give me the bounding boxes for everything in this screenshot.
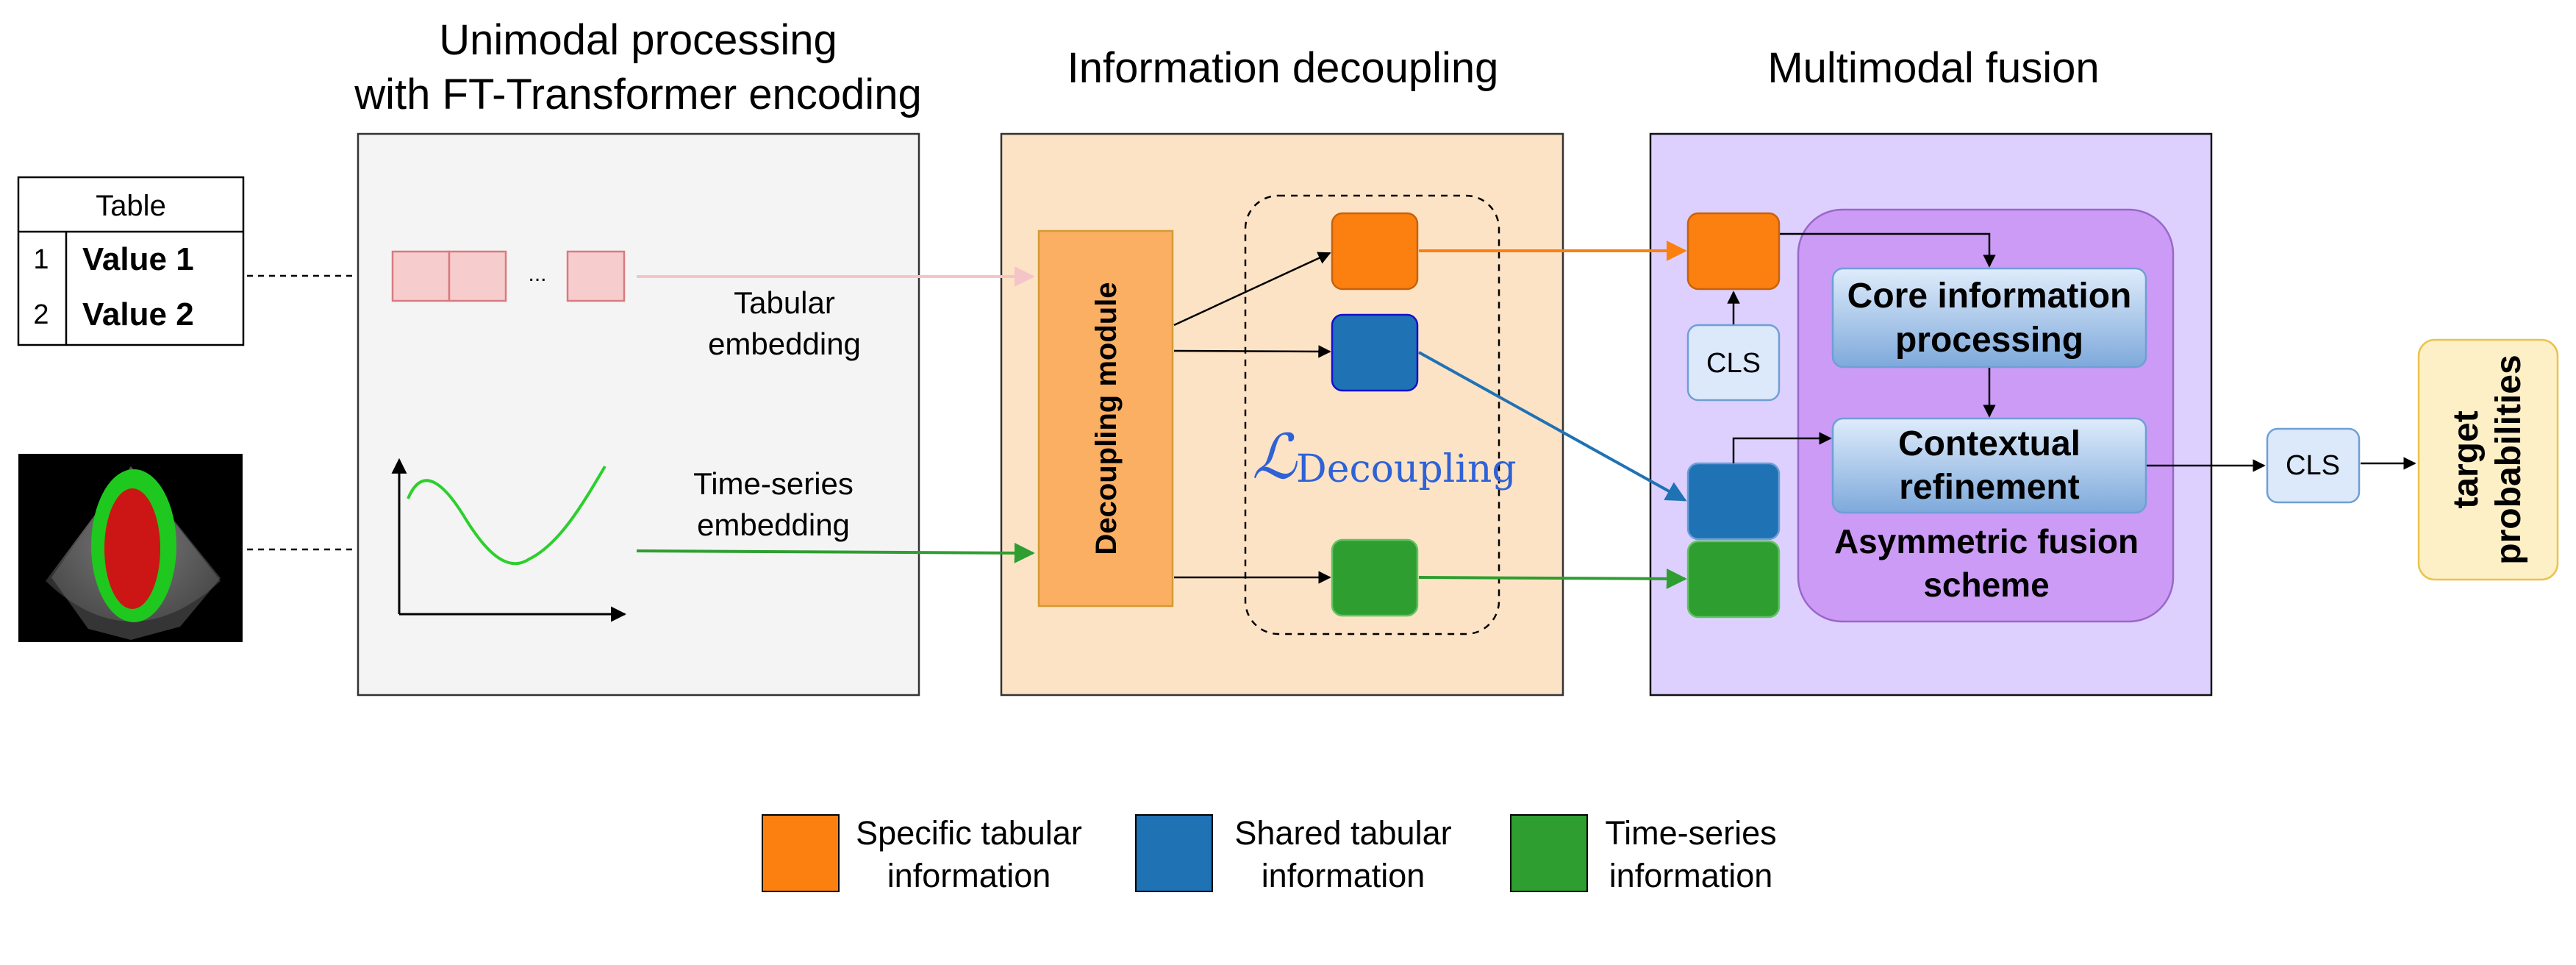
ellipsis-icon: ...	[528, 262, 546, 286]
legend: Specific tabular information Shared tabu…	[762, 814, 1777, 894]
tabular-embedding-label-line1: Tabular	[734, 285, 835, 320]
legend-swatch	[762, 814, 840, 892]
core-label-line2: processing	[1895, 321, 2083, 360]
specific-tabular-token	[1331, 212, 1419, 291]
legend-swatch	[1510, 814, 1588, 892]
fusion-cls-token: CLS	[1686, 324, 1781, 402]
timeseries-token	[1331, 538, 1419, 617]
time-series-curve-icon	[391, 457, 627, 622]
unimodal-title-line2: with FT-Transformer encoding	[354, 71, 921, 118]
contextual-refinement: Contextual refinement	[1831, 417, 2147, 514]
table-row-value: Value 1	[82, 241, 194, 277]
table-row-index: 2	[33, 299, 49, 330]
timeseries-embedding-label-line1: Time-series	[693, 466, 854, 501]
tabular-tokens: ...	[391, 250, 626, 302]
decoupling-module: Decoupling module	[1037, 229, 1174, 608]
unimodal-panel	[357, 132, 920, 697]
legend-swatch	[1135, 814, 1213, 892]
legend-label-line2: information	[1262, 857, 1425, 894]
fusion-scheme-label-line2: scheme	[1923, 566, 2049, 604]
legend-label-line1: Specific tabular	[856, 814, 1082, 852]
shared-to-refinement-arrow	[1732, 432, 1832, 463]
output-cls-label: CLS	[2286, 450, 2340, 481]
shared-to-fusion-arrow	[1418, 351, 1687, 502]
fusion-specific-token	[1686, 212, 1781, 291]
legend-item: Specific tabular information	[762, 814, 1082, 894]
shared-tabular-token	[1331, 313, 1419, 392]
legend-label-line1: Time-series	[1605, 814, 1776, 852]
specific-to-core-arrow	[1780, 232, 1996, 268]
refinement-label-line2: refinement	[1899, 468, 2079, 507]
table-row-value: Value 2	[82, 296, 194, 332]
decoupling-loss-region	[1244, 194, 1500, 635]
echocardiogram-image	[18, 454, 243, 642]
decoupling-loss-symbol: ℒ	[1252, 421, 1298, 493]
fusion-scheme-label-line1: Asymmetric fusion	[1834, 522, 2139, 560]
decoupling-module-label: Decoupling module	[1090, 282, 1123, 555]
module-to-shared-arrow	[1173, 345, 1331, 358]
output-cls-token: CLS	[2266, 427, 2361, 504]
module-to-specific-arrow	[1173, 252, 1331, 327]
output-label-line2: probabilities	[2489, 355, 2528, 564]
table-header: Table	[96, 190, 166, 222]
unimodal-title-line1: Unimodal processing	[439, 16, 837, 64]
table-row-index: 1	[33, 244, 49, 275]
core-information-processing: Core information processing	[1831, 267, 2147, 368]
decoupling-loss-subscript: Decoupling	[1296, 447, 1517, 491]
timeseries-to-fusion-arrow	[1418, 568, 1687, 589]
input-table: Table 1 Value 1 2 Value 2	[17, 176, 245, 346]
core-label-line1: Core information	[1847, 277, 2132, 316]
output-label-line1: target	[2447, 410, 2486, 508]
legend-item: Shared tabular information	[1135, 814, 1452, 894]
legend-label-line1: Shared tabular	[1234, 814, 1451, 852]
legend-label-line2: information	[1609, 857, 1773, 894]
fusion-timeseries-token	[1686, 540, 1781, 619]
legend-item: Time-series information	[1510, 814, 1777, 894]
refinement-label-line1: Contextual	[1898, 424, 2081, 463]
timeseries-embedding-arrow	[636, 542, 1035, 563]
timeseries-embedding-label-line2: embedding	[697, 508, 850, 542]
fusion-title: Multimodal fusion	[1767, 44, 2099, 92]
tabular-embedding-label-line2: embedding	[708, 327, 861, 361]
legend-label-line2: information	[887, 857, 1051, 894]
fusion-cls-label: CLS	[1706, 348, 1761, 379]
target-probabilities-box: target probabilities	[2417, 338, 2559, 581]
decoupling-title: Information decoupling	[1067, 44, 1499, 92]
fusion-shared-token	[1686, 462, 1781, 541]
